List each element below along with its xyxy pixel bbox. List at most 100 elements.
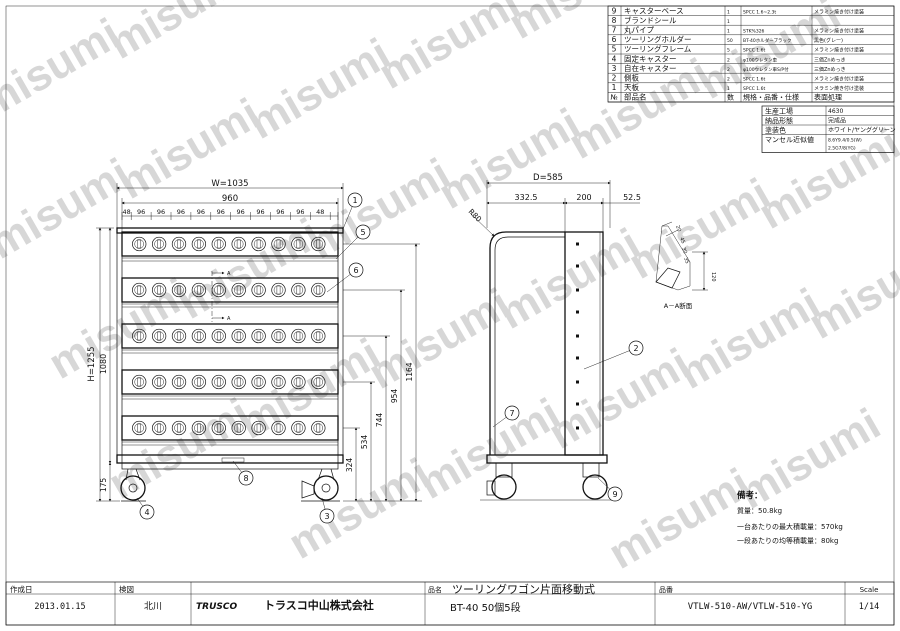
tooling-frame: [121, 323, 339, 349]
part-spec: SPCC 1.6t: [743, 86, 765, 92]
watermark-text: misumi: [431, 99, 589, 218]
info-value: 8.6Y9.4/0.5(W): [828, 138, 862, 144]
info-value: 4630: [828, 108, 843, 115]
part-name: 丸パイプ: [624, 25, 654, 35]
tooling-holder: [211, 236, 226, 252]
tooling-holder: [132, 236, 147, 252]
pitch-label: 96: [237, 208, 245, 216]
balloon-number: 2: [633, 344, 638, 353]
tooling-holder: [211, 420, 226, 436]
part-qty: 50: [727, 38, 733, 44]
parts-header-spec: 規格・品番・仕様: [743, 93, 799, 102]
part-name: ツーリングフレーム: [624, 44, 691, 54]
watermark-text: misumi: [231, 329, 389, 448]
tooling-holder: [311, 374, 326, 390]
notes-title: 備考：: [737, 490, 763, 501]
title-block: 作成日 2013.01.15 検図 北川 TRUSCO トラスコ中山株式会社 品…: [5, 581, 895, 626]
caster-base: [121, 462, 339, 470]
section-dim: 30: [680, 247, 688, 255]
dim-inner-width: 960: [222, 194, 238, 204]
tooling-holder: [271, 282, 286, 298]
dim-52-5: 52.5: [623, 193, 641, 202]
notes-per-tier-load: 一段あたりの均等積載量：80kg: [737, 536, 838, 545]
part-name: 固定キャスター: [624, 53, 677, 63]
tooling-holder: [291, 420, 306, 436]
created-label: 作成日: [10, 584, 33, 594]
parts-header-finish: 表面処理: [814, 93, 842, 102]
dim-width: W=1035: [211, 179, 248, 189]
info-value: ホワイト/ヤンググリーン: [828, 126, 896, 134]
tooling-holder: [271, 420, 286, 436]
info-label: 生産工場: [765, 106, 793, 115]
tooling-holder: [291, 328, 306, 344]
dim-1164: 1164: [405, 362, 414, 381]
dim-200: 200: [576, 193, 591, 202]
panel-hole: [576, 426, 579, 430]
parts-header-qty: 数: [727, 93, 734, 102]
part-no: 4: [612, 54, 617, 63]
part-no: 2: [612, 74, 617, 83]
part-qty: 2: [727, 57, 730, 63]
tooling-holder: [191, 420, 207, 436]
left-caster: [120, 468, 146, 502]
tooling-holder: [132, 328, 147, 344]
part-finish: 三価Znめっき: [814, 56, 846, 63]
tooling-holder: [151, 328, 167, 344]
approved-label: 検図: [119, 584, 134, 594]
tooling-holder: [151, 236, 167, 252]
approver: 北川: [144, 601, 162, 612]
tooling-holder: [291, 282, 306, 298]
part-name: キャスターベース: [624, 6, 684, 15]
tooling-holder: [171, 282, 187, 298]
tooling-holder: [191, 328, 207, 344]
part-finish: メラミン焼き付け塗装: [814, 8, 864, 15]
tooling-holder: [311, 420, 326, 436]
part-spec: BT-40ホルダーブラック: [743, 37, 792, 44]
part-qty: 1: [727, 19, 730, 25]
watermark-text: misumi: [671, 279, 829, 398]
balloon: [139, 504, 155, 520]
tooling-holder: [151, 374, 167, 390]
part-finish: 三価Znめっき: [814, 66, 846, 73]
right-caster: [301, 468, 340, 502]
panel-hole: [576, 334, 579, 338]
product-subtitle: BT-40 50個5段: [450, 601, 521, 614]
tooling-holder: [151, 282, 167, 298]
tooling-holder: [211, 374, 226, 390]
section-dim: 45: [678, 237, 686, 245]
tooling-holder: [311, 236, 326, 252]
part-no: 8: [612, 16, 617, 25]
tooling-holder: [251, 282, 266, 298]
balloon-number: 6: [353, 266, 358, 275]
side-panel-holes: [576, 242, 579, 430]
part-spec: SPCC 1.6~2.3t: [743, 9, 776, 15]
part-qty: 2: [727, 77, 730, 83]
product-name: ツーリングワゴン片面移動式: [452, 582, 595, 596]
dim-radius: R80: [467, 207, 484, 224]
tooling-holder: [311, 328, 326, 344]
pitch-label: 48: [122, 208, 130, 216]
brand-seal: [221, 457, 245, 463]
info-label: 納品形態: [765, 116, 793, 125]
watermark-text: misumi: [801, 229, 900, 348]
panel-hole: [576, 402, 579, 406]
tooling-holder: [251, 420, 266, 436]
dim-534: 534: [360, 435, 369, 450]
notes-weight: 質量：50.8kg: [737, 506, 782, 515]
watermark-text: misumi: [101, 0, 259, 69]
pitch-label: 48: [316, 208, 324, 216]
tooling-holder: [231, 374, 246, 390]
tooling-holder: [231, 328, 246, 344]
part-no: 7: [612, 26, 617, 35]
part-no: 3: [612, 64, 617, 73]
pitch-label: 96: [197, 208, 205, 216]
tooling-holder: [211, 282, 226, 298]
tooling-holder: [211, 328, 226, 344]
tooling-frame: [121, 369, 339, 395]
top-plate: [116, 227, 344, 234]
balloon-number: 1: [352, 196, 357, 205]
dim-175: 175: [99, 478, 108, 493]
